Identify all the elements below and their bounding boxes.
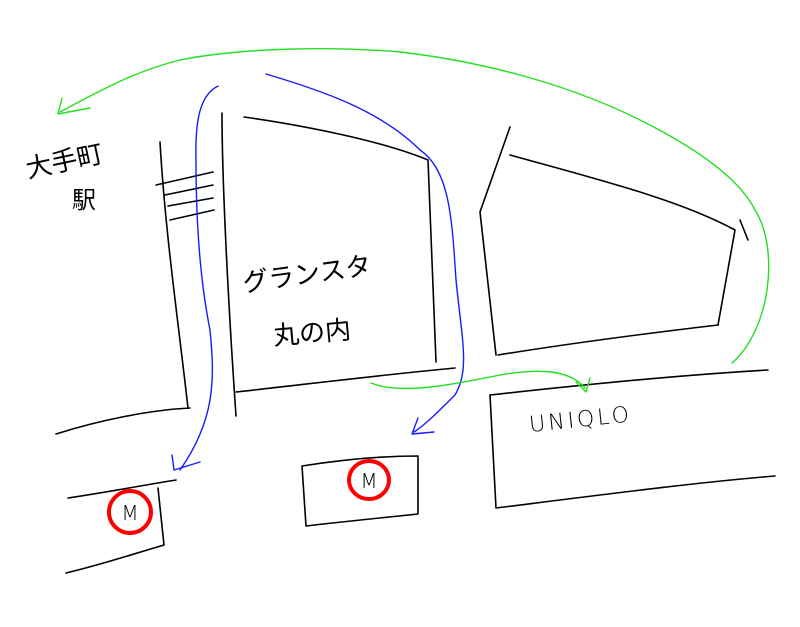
- arrow-head: [171, 454, 201, 471]
- arrow-head: [575, 377, 591, 393]
- street-line: [159, 141, 189, 409]
- route-green-bottom: [370, 370, 586, 390]
- arrow-head: [57, 97, 91, 115]
- metro-marker-center[interactable]: M: [347, 459, 391, 501]
- block-right-top: [509, 154, 736, 326]
- store-label: UNIQLO: [528, 402, 633, 438]
- building-label: グランスタ: [241, 251, 373, 299]
- street-line: [221, 112, 237, 417]
- block-uniqlo: [489, 394, 776, 509]
- metro-label: M: [360, 469, 377, 493]
- metro-circle-icon: [347, 459, 391, 501]
- blue-routes: [171, 73, 465, 471]
- metro-entrance-left-bottom: [65, 487, 165, 574]
- metro-entrance-center: [301, 455, 419, 527]
- block-grandsta: [243, 116, 437, 363]
- block-grandsta-bottom: [235, 367, 456, 393]
- metro-circle-icon: [107, 489, 153, 535]
- crosswalk: [155, 171, 215, 221]
- block-right-bottom: [497, 324, 719, 356]
- arrow-head: [411, 417, 435, 435]
- street-line: [55, 407, 191, 435]
- green-routes: [57, 48, 770, 393]
- street-line: [739, 219, 749, 241]
- route-blue-right: [265, 73, 465, 433]
- building-label-2: 丸の内: [272, 315, 352, 352]
- metro-marker-left[interactable]: M: [107, 489, 153, 535]
- block-right-left: [479, 126, 511, 356]
- route-blue-left: [179, 85, 219, 471]
- metro-label: M: [121, 501, 138, 525]
- metro-entrance-left: [67, 479, 177, 499]
- station-label-2: 駅: [72, 186, 96, 214]
- station-label: 大手町: [23, 139, 106, 185]
- streets: [55, 112, 776, 574]
- route-green-top: [59, 48, 770, 364]
- block-uniqlo-top: [489, 369, 769, 396]
